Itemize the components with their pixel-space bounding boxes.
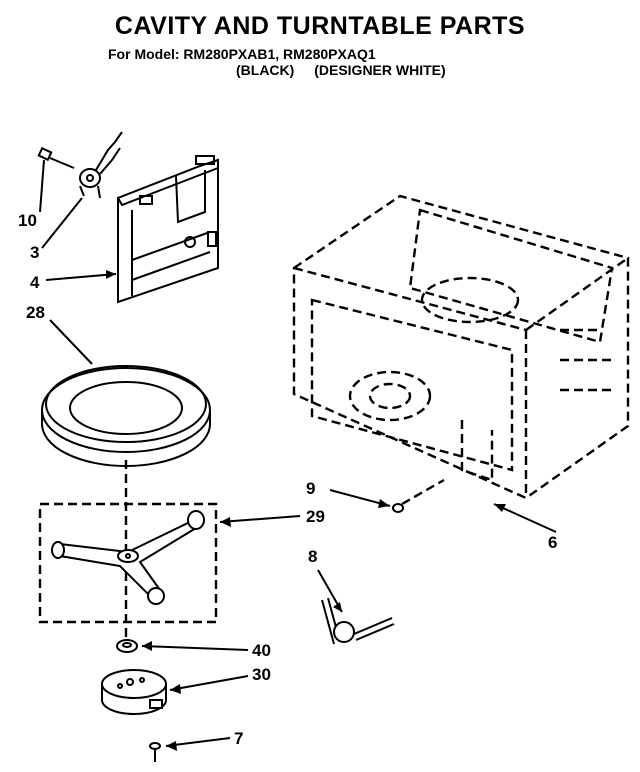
microwave-cavity: [292, 194, 630, 500]
callout-4: 4: [30, 273, 40, 292]
switch-part: [79, 131, 123, 199]
page-title: CAVITY AND TURNTABLE PARTS: [114, 12, 526, 40]
motor-30: [101, 669, 167, 715]
screw-10: [37, 146, 75, 169]
wire-harness-8: [321, 597, 395, 645]
model-line: For Model: RM280PXAB1, RM280PXAQ1: [108, 46, 376, 62]
screw-7: [149, 742, 161, 762]
finish-line: (BLACK) (DESIGNER WHITE): [236, 62, 462, 78]
callout-30: 30: [252, 665, 271, 684]
finish-black-label: (BLACK): [236, 62, 295, 78]
coupler-40: [116, 639, 138, 653]
callout-3: 3: [30, 243, 39, 262]
callout-9: 9: [306, 479, 315, 498]
roller-guide: [51, 510, 205, 605]
callout-7: 7: [234, 729, 243, 748]
callout-29: 29: [306, 507, 325, 526]
callout-8: 8: [308, 547, 317, 566]
screw-9: [392, 478, 445, 513]
callout-28: 28: [26, 303, 45, 322]
finish-white-label: (DESIGNER WHITE): [314, 62, 446, 78]
callout-6: 6: [548, 533, 557, 552]
callout-10: 10: [18, 211, 37, 230]
callout-40: 40: [252, 641, 271, 660]
bracket-part: [116, 155, 219, 304]
support-ring: [41, 365, 211, 467]
